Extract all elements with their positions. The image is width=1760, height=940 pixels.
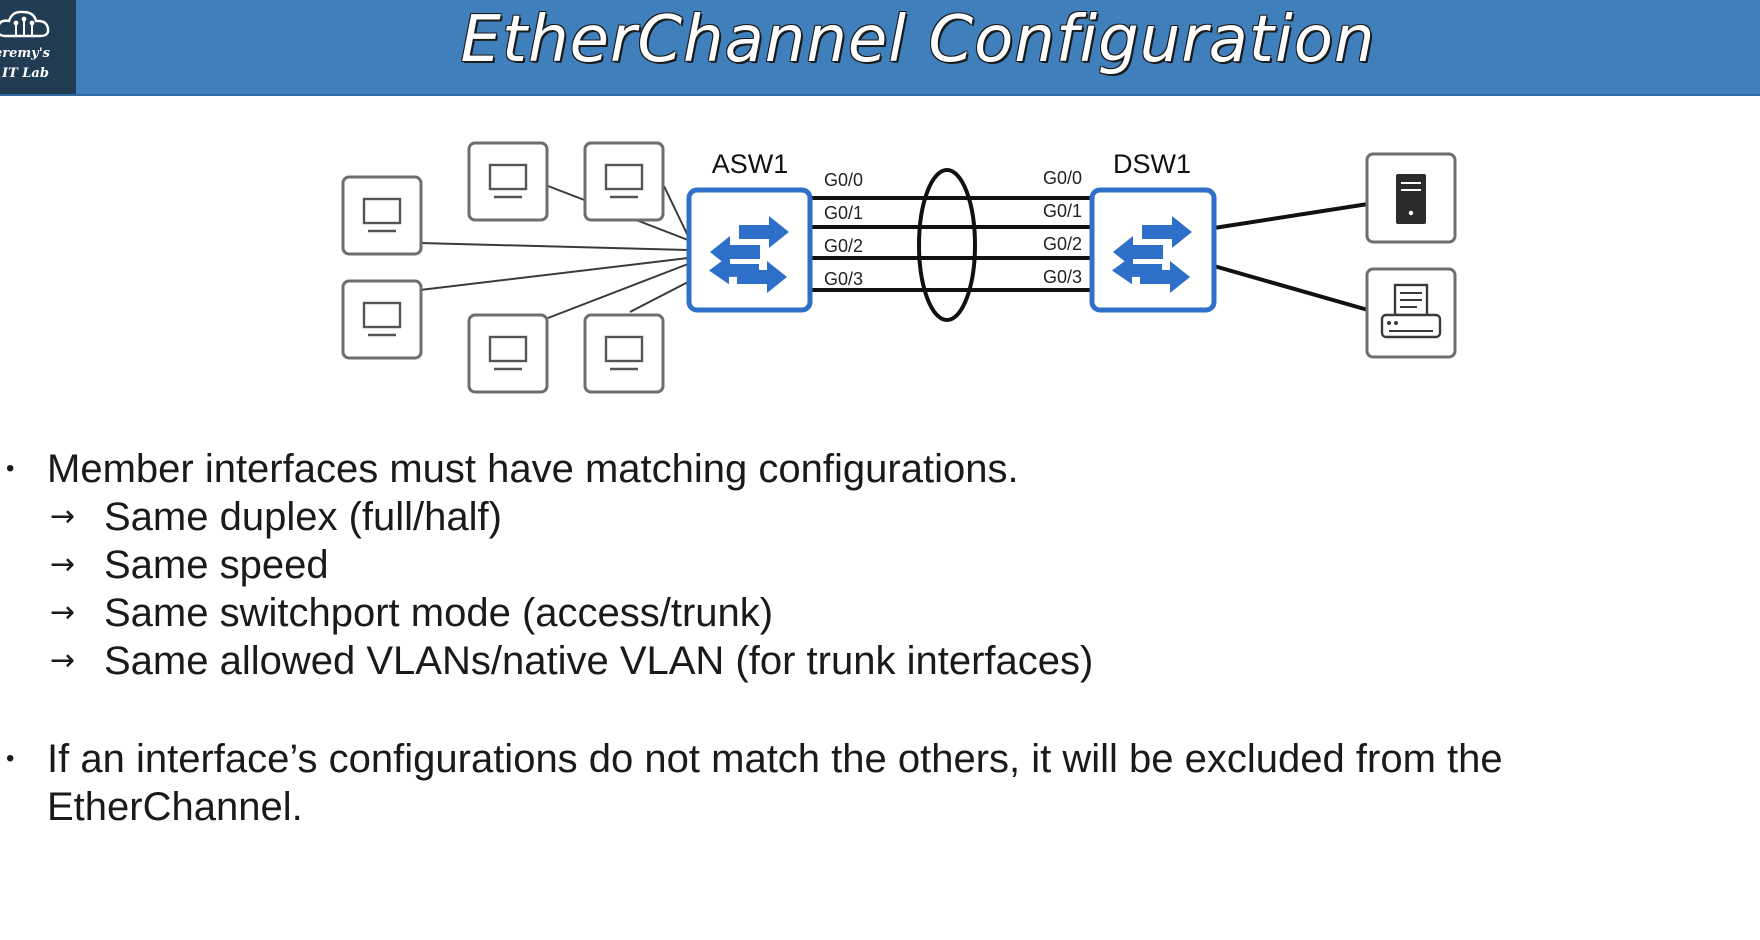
sub-bullet-item: → Same allowed VLANs/native VLAN (for tr… [0, 637, 1740, 685]
title-bar: eremy's IT Lab EtherChannel Configuratio… [0, 0, 1760, 96]
right-arrow-icon: → [50, 643, 76, 678]
sub-bullet-item: → Same speed [0, 541, 1740, 589]
sub-bullet-item: → Same duplex (full/half) [0, 493, 1740, 541]
right-arrow-icon: → [50, 547, 76, 582]
port-channel-bundle-ring [917, 168, 977, 322]
dsw1-links [1213, 202, 1369, 312]
printer-icon [1365, 267, 1457, 359]
asw1-port-label: G0/1 [824, 203, 863, 223]
bullet-item: • If an interface’s configurations do no… [0, 735, 1740, 831]
dsw1-port-label: G0/0 [1043, 168, 1082, 188]
asw1-port-label: G0/0 [824, 170, 863, 190]
bullet-list: • Member interfaces must have matching c… [0, 445, 1740, 831]
asw1-port-label: G0/3 [824, 269, 863, 289]
switch-asw1 [686, 187, 813, 313]
bullet-text: Member interfaces must have matching con… [47, 447, 1019, 491]
dsw1-port-label: G0/3 [1043, 267, 1082, 287]
network-diagram: ASW1 DSW1 G0/0 G0/1 G0/2 G0/3 G0/0 G0/1 … [341, 141, 1457, 394]
dsw1-label: DSW1 [1113, 149, 1191, 179]
pc-icon [467, 313, 549, 394]
sub-bullet-text: Same allowed VLANs/native VLAN (for trun… [104, 639, 1094, 683]
logo-text-line2: IT Lab [2, 66, 49, 81]
dsw1-port-label: G0/1 [1043, 201, 1082, 221]
bullet-item: • Member interfaces must have matching c… [0, 445, 1740, 493]
dsw1-port-label: G0/2 [1043, 234, 1082, 254]
pc-icon [341, 279, 423, 360]
pc-icon [467, 141, 549, 222]
etherchannel-links [810, 196, 1092, 292]
sub-bullet-text: Same speed [104, 543, 329, 587]
switch-arrows-icon [1112, 216, 1192, 293]
right-arrow-icon: → [50, 595, 76, 630]
right-arrow-icon: → [50, 499, 76, 534]
bullet-text: If an interface’s configurations do not … [47, 737, 1503, 829]
pc-icon [583, 141, 665, 222]
logo: eremy's IT Lab [0, 0, 76, 94]
slide-title: EtherChannel Configuration [460, 3, 1376, 77]
cloud-circuit-icon [0, 10, 50, 38]
logo-text-line1: eremy's [0, 46, 50, 61]
bullet-dot: • [6, 455, 15, 482]
asw1-label: ASW1 [712, 149, 789, 179]
asw1-port-label: G0/2 [824, 236, 863, 256]
switch-arrows-icon [709, 216, 789, 293]
server-icon [1365, 152, 1457, 244]
sub-bullet-text: Same switchport mode (access/trunk) [104, 591, 774, 635]
bullet-dot: • [6, 745, 15, 772]
pc-icon [583, 313, 665, 394]
pc-icon [341, 175, 423, 256]
switch-dsw1 [1089, 187, 1217, 313]
sub-bullet-item: → Same switchport mode (access/trunk) [0, 589, 1740, 637]
sub-bullet-text: Same duplex (full/half) [104, 495, 502, 539]
spacer [0, 685, 1740, 735]
